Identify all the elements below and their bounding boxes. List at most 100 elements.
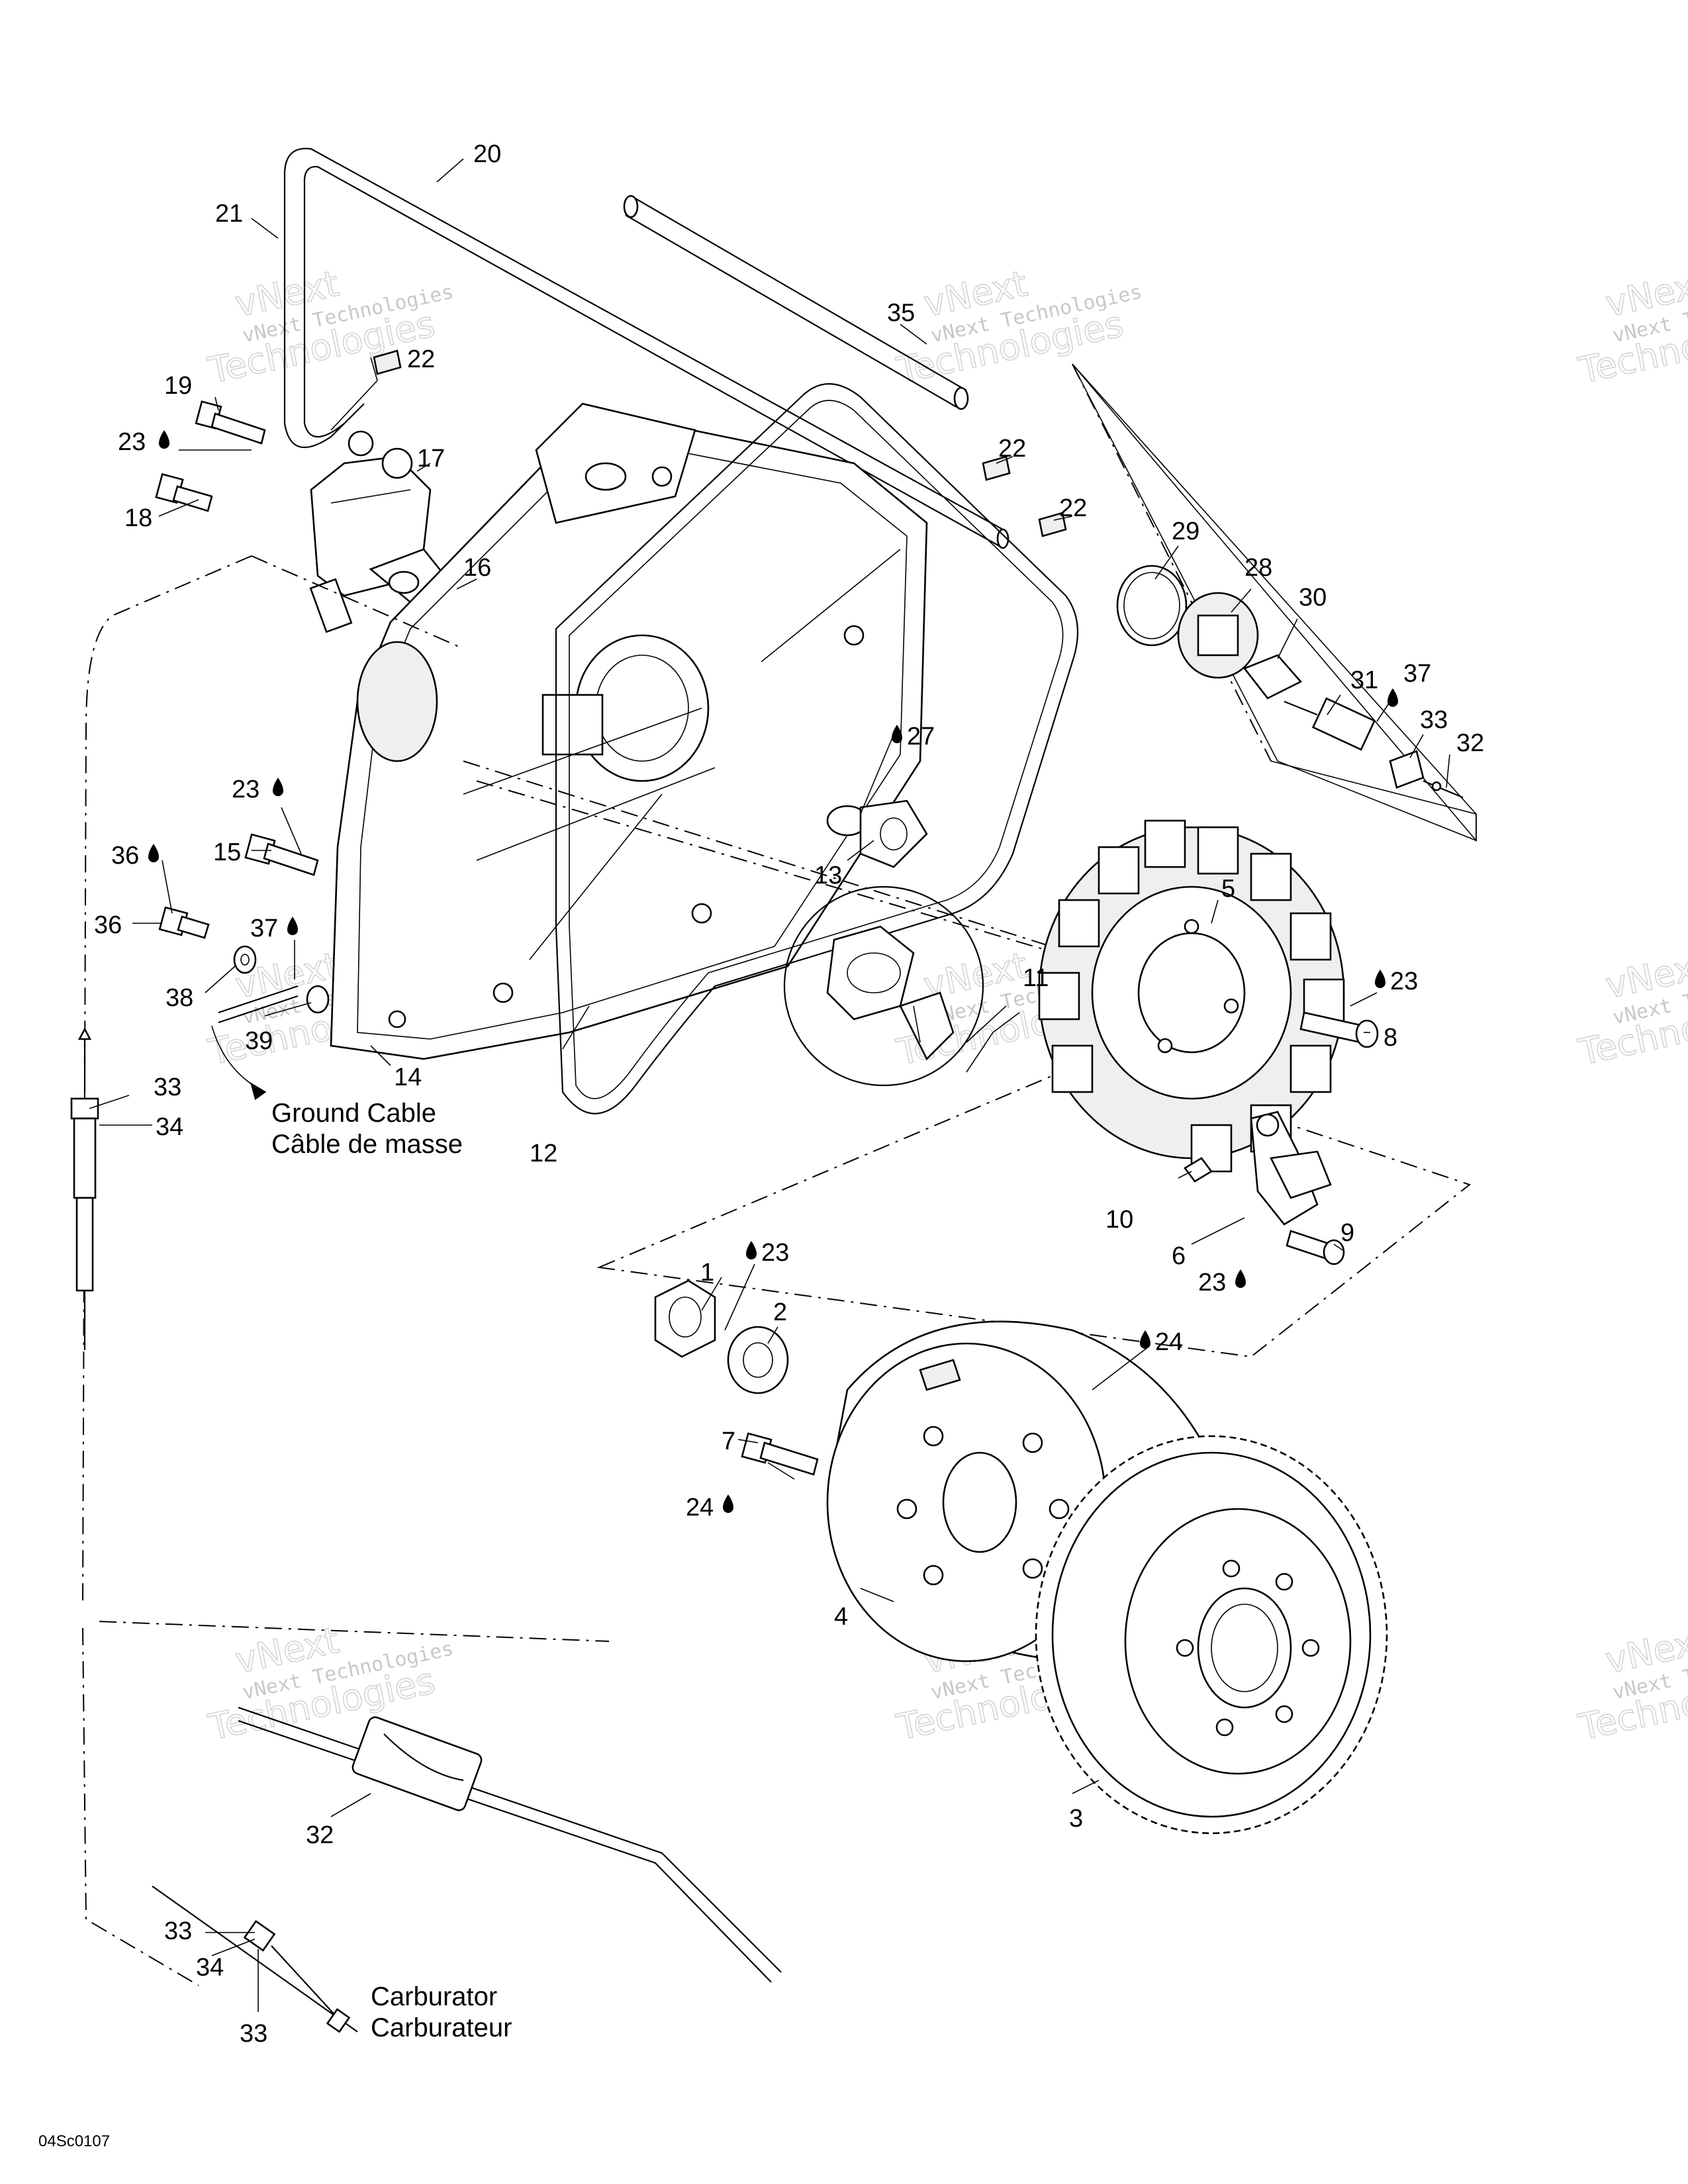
ring-gear-3 xyxy=(1035,1435,1388,1835)
label-22: 22 xyxy=(998,435,1026,463)
part-number-labels: 20 21 22 35 22 22 17 19 23 18 16 29 28 3… xyxy=(94,140,1484,2048)
label-19: 19 xyxy=(164,372,192,400)
screw-7 xyxy=(741,1432,819,1476)
stator-5 xyxy=(966,819,1345,1173)
label-37: 37 xyxy=(1403,660,1431,688)
magneto-cover-14 xyxy=(330,402,928,1060)
screw-9 xyxy=(1286,1230,1345,1265)
label-33: 33 xyxy=(154,1073,181,1101)
label-20: 20 xyxy=(473,140,501,168)
label-34: 34 xyxy=(196,1954,224,1981)
cable-dashed-frame xyxy=(82,555,610,1986)
label-27: 29 xyxy=(1172,518,1199,545)
label-26: 28 xyxy=(1244,554,1272,582)
drop-icon xyxy=(1140,1330,1150,1349)
label-24: 24 xyxy=(1155,1328,1183,1356)
drop-icon xyxy=(159,430,169,449)
bolt-19 xyxy=(195,400,266,445)
label-37: 36 xyxy=(111,842,139,870)
label-33: 33 xyxy=(164,1917,192,1945)
label-2: 2 xyxy=(773,1298,787,1326)
label-31: 33 xyxy=(1420,706,1448,734)
drop-icon xyxy=(1387,688,1398,707)
hose-clamp-22b xyxy=(982,455,1011,481)
label-9: 9 xyxy=(1340,1219,1354,1247)
gasket-12 xyxy=(555,383,1079,1115)
drop-icon xyxy=(1375,970,1385,988)
screw-36 xyxy=(158,906,210,939)
drop-icon xyxy=(892,725,902,743)
label-23: 23 xyxy=(1390,968,1418,995)
o-ring-27 xyxy=(1116,565,1188,647)
label-23: 23 xyxy=(1198,1269,1226,1297)
label-37: 37 xyxy=(250,915,278,942)
label-29: 31 xyxy=(1350,666,1378,694)
fuel-pump-17 xyxy=(309,430,452,633)
watermark: vNext vNext Technologies Technologies xyxy=(204,1619,455,1749)
label-34: 34 xyxy=(156,1113,183,1141)
label-17: 17 xyxy=(417,445,445,473)
drop-icon xyxy=(148,844,159,862)
cable-32-harness xyxy=(238,1706,782,1983)
label-39: 39 xyxy=(245,1027,273,1055)
label-12: 12 xyxy=(530,1140,557,1167)
caption-ground-cable-fr: Câble de masse xyxy=(271,1130,463,1159)
label-28: 30 xyxy=(1299,584,1327,612)
watermark: vNext vNext Technologies Technologies xyxy=(1574,262,1688,392)
label-6: 6 xyxy=(1172,1242,1186,1270)
label-5: 5 xyxy=(1221,875,1235,903)
label-22: 22 xyxy=(407,345,435,373)
label-24: 24 xyxy=(686,1494,714,1522)
label-36: 36 xyxy=(94,911,122,939)
nut-1 xyxy=(654,1279,716,1358)
seal-28 xyxy=(1243,654,1303,700)
drop-icon xyxy=(746,1241,757,1259)
axis-line xyxy=(251,555,464,649)
label-4: 4 xyxy=(834,1603,848,1631)
grommet-26 xyxy=(1177,592,1259,679)
label-32: 32 xyxy=(306,1821,334,1849)
caption-carburator: Carburator xyxy=(371,1982,497,2011)
screw-15 xyxy=(244,833,319,876)
drop-icon xyxy=(1235,1269,1246,1288)
washer-38 xyxy=(233,945,257,974)
drawing-code: 04Sc0107 xyxy=(38,2132,110,2150)
housing-31 xyxy=(1389,750,1425,789)
label-15: 15 xyxy=(213,839,241,866)
terminal-30 xyxy=(1423,780,1464,799)
screw-8 xyxy=(1299,1011,1379,1048)
label-11: 11 xyxy=(1023,964,1049,992)
label-23: 23 xyxy=(232,776,259,803)
label-23: 23 xyxy=(761,1239,789,1267)
label-3: 3 xyxy=(1069,1805,1083,1833)
caption-carburator-fr: Carburateur xyxy=(371,2013,512,2042)
label-1: 1 xyxy=(700,1259,714,1287)
leader-lines xyxy=(89,158,1450,2012)
detail-circle-11 xyxy=(783,886,984,1087)
connector-29 xyxy=(1284,697,1376,751)
bracket-6 xyxy=(1250,1111,1332,1226)
label-13: 13 xyxy=(814,862,842,889)
screw-10 xyxy=(1184,1157,1213,1183)
grease-drop-icons xyxy=(148,430,1398,1513)
watermark: vNext vNext Technologies Technologies xyxy=(1574,1619,1688,1749)
label-14: 14 xyxy=(394,1064,422,1091)
drop-icon xyxy=(273,778,283,796)
label-33: 33 xyxy=(240,2020,267,2048)
trigger-coil-13 xyxy=(826,799,928,868)
ground-cable xyxy=(211,985,299,1101)
label-30: 32 xyxy=(1456,729,1484,757)
label-25: 27 xyxy=(907,723,935,751)
watermark: vNext vNext Technologies Technologies xyxy=(892,262,1144,392)
hose-22-branch xyxy=(283,403,365,448)
drop-icon xyxy=(723,1494,733,1513)
watermark: vNext vNext Technologies Technologies xyxy=(1574,944,1688,1074)
hose-21 xyxy=(283,148,1009,549)
caption-ground-cable: Ground Cable xyxy=(271,1099,436,1128)
label-38: 38 xyxy=(165,984,193,1012)
cable-33-34-upper xyxy=(70,1027,99,1350)
hose-35 xyxy=(623,195,969,410)
bolt-18 xyxy=(155,473,213,512)
label-16: 16 xyxy=(463,554,491,582)
